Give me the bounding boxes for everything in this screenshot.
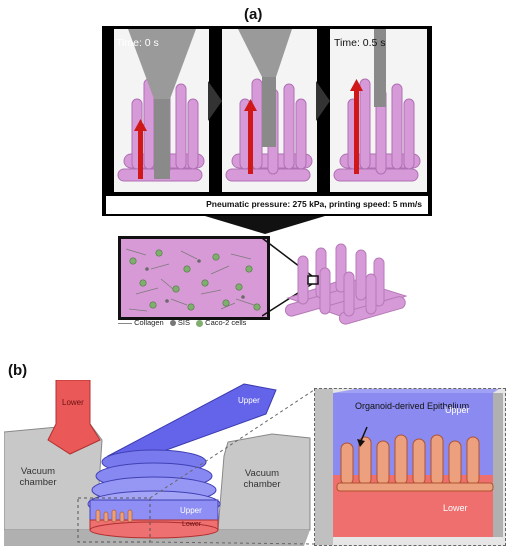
inset-villi bbox=[336, 434, 494, 492]
frame-2 bbox=[222, 29, 317, 192]
device-illustration: Lower Upper Vacuum chamber Vacuum chambe… bbox=[3, 379, 314, 550]
inset-lower-label: Lower bbox=[443, 503, 468, 513]
lower-tube-label: Lower bbox=[62, 398, 84, 407]
sequence-arrow-2 bbox=[316, 81, 330, 121]
frame-2-illustration bbox=[225, 29, 313, 182]
frame-1-illustration bbox=[117, 29, 205, 182]
upper-small-label: Upper bbox=[180, 506, 202, 515]
epithelium-label: Organoid-derived Epithelium bbox=[355, 401, 470, 411]
vacuum-chamber-left-label: Vacuum chamber bbox=[19, 466, 57, 488]
cell-distribution-illustration bbox=[125, 248, 261, 312]
epithelium-pointer bbox=[360, 426, 368, 442]
funnel-arrow bbox=[205, 216, 325, 234]
upper-tube-label: Upper bbox=[238, 396, 260, 405]
caco2-legend-icon bbox=[196, 319, 204, 327]
caption-strip: Pneumatic pressure: 275 kPa, printing sp… bbox=[106, 196, 428, 214]
cell-distribution-zoom bbox=[118, 236, 270, 320]
collagen-legend-icon bbox=[118, 322, 132, 324]
frame-1: Time: 0 s bbox=[114, 29, 209, 192]
frame-1-time: Time: 0 s bbox=[116, 37, 159, 49]
sis-legend-label: SIS bbox=[177, 318, 190, 327]
upper-channel-top bbox=[107, 383, 277, 467]
inset-connector bbox=[149, 389, 315, 545]
lower-tube bbox=[47, 379, 101, 455]
frame-3-time: Time: 0.5 s bbox=[334, 37, 386, 49]
collagen-legend-label: Collagen bbox=[134, 318, 164, 327]
inset-drawing bbox=[315, 389, 503, 545]
caco2-legend-label: Caco-2 cells bbox=[205, 318, 247, 327]
villi-mini bbox=[95, 509, 133, 523]
printing-sequence-frame: Time: 0 s bbox=[102, 26, 432, 216]
panel-a-label: (a) bbox=[244, 6, 263, 23]
lower-small-label: Lower bbox=[182, 521, 202, 528]
device-drawing bbox=[3, 379, 311, 546]
printed-construct bbox=[284, 243, 408, 325]
frame-3: Time: 0.5 s bbox=[330, 29, 427, 192]
frame-3-illustration bbox=[333, 29, 421, 182]
printing-parameters-caption: Pneumatic pressure: 275 kPa, printing sp… bbox=[206, 199, 422, 209]
zoom-marker bbox=[307, 275, 319, 285]
sis-legend-icon bbox=[169, 320, 176, 327]
inset-upper-label: Upper bbox=[445, 405, 470, 415]
vacuum-chamber-right-label: Vacuum chamber bbox=[243, 468, 281, 490]
inset-marker bbox=[77, 497, 151, 543]
legend: Collagen SIS Caco-2 cells bbox=[118, 318, 246, 327]
panel-b-label: (b) bbox=[8, 362, 28, 379]
epithelium-inset: Organoid-derived Epithelium Upper Lower bbox=[314, 388, 506, 546]
sequence-arrow-1 bbox=[208, 81, 222, 121]
